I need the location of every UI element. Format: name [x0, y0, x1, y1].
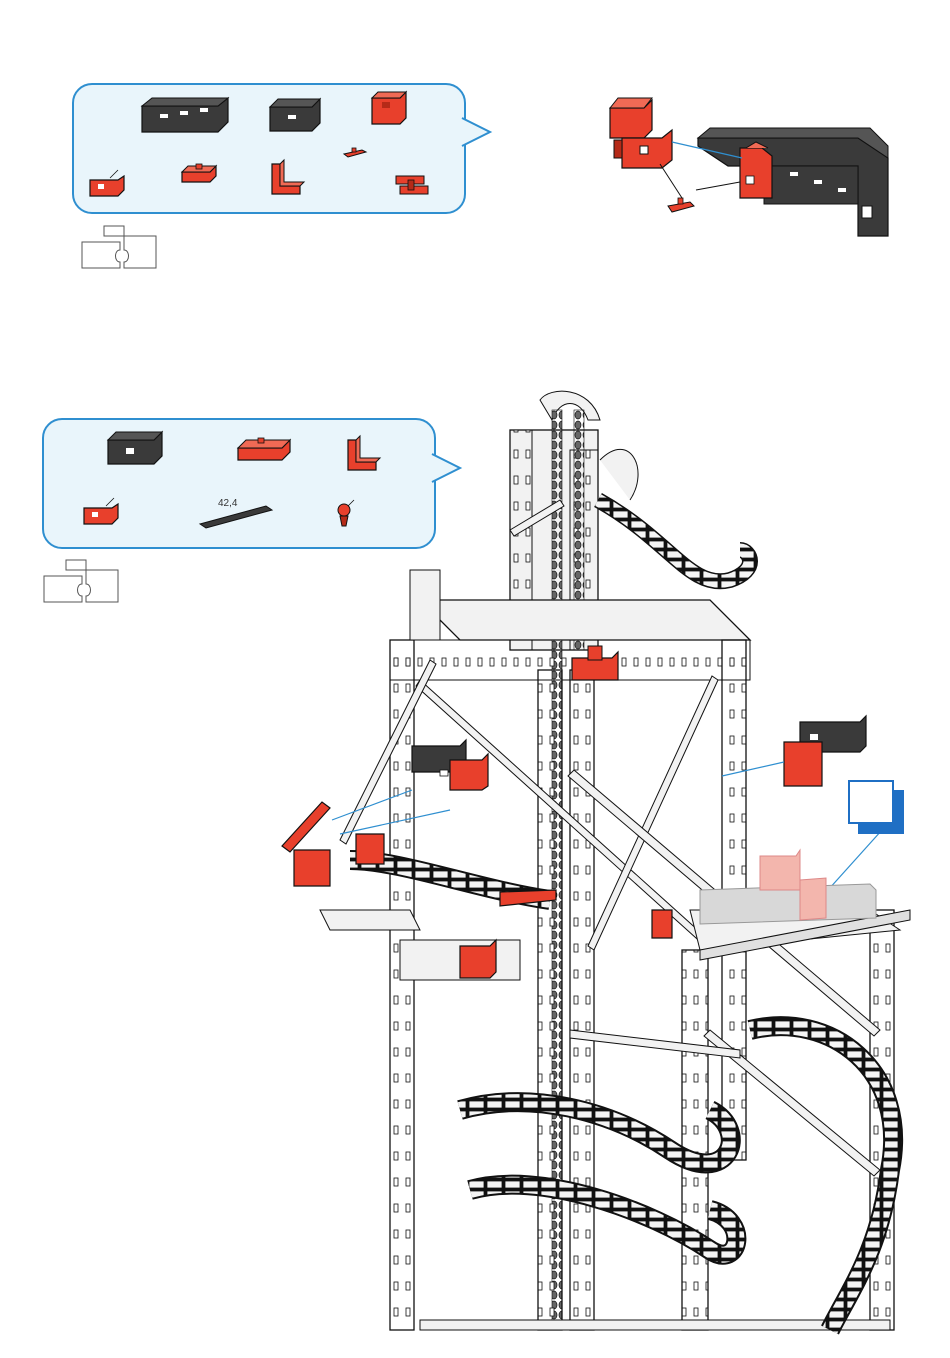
- part-building-block-15-black: [268, 95, 324, 135]
- part-red-double-clip: [392, 172, 434, 200]
- part-building-block-15-black: [106, 428, 166, 468]
- part-red-building-block-small: [82, 502, 122, 528]
- part-strut-42-4: 42,4: [196, 494, 276, 530]
- puzzle-pieces-icon: [80, 222, 160, 272]
- step1-assembly-diagram: [600, 86, 900, 246]
- detail-marker-box-inner: [848, 780, 894, 824]
- part-red-building-block-small: [88, 174, 128, 198]
- part-red-square-block: [370, 90, 410, 126]
- strut-length-label: 42,4: [218, 498, 238, 509]
- puzzle-pieces-icon: [42, 556, 122, 606]
- tower-assembly-diagram: [270, 390, 930, 1330]
- part-building-block-30-black: [138, 92, 230, 140]
- callout-tail-step1: [462, 110, 496, 150]
- part-red-connector-pin: [342, 146, 368, 160]
- part-red-angle-bracket: [268, 160, 308, 198]
- part-red-base-plate: [180, 162, 220, 186]
